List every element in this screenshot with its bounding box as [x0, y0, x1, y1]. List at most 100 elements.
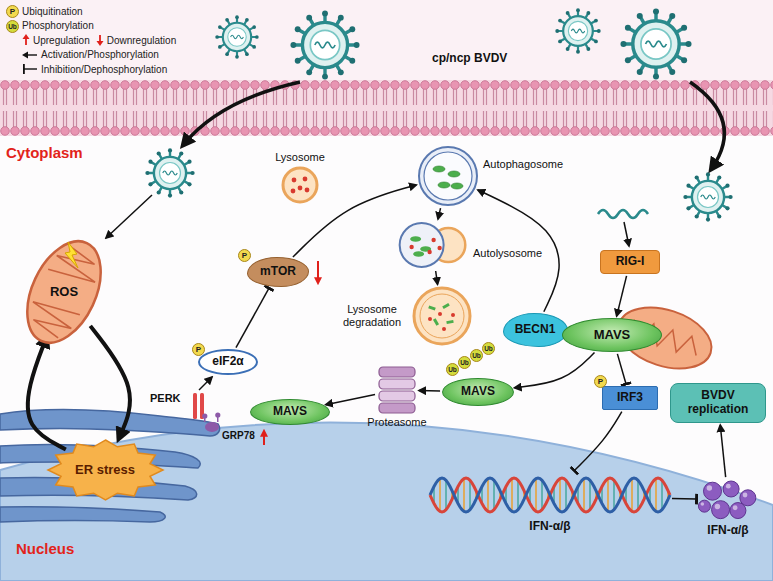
protein-name: GRP78 — [222, 430, 255, 442]
legend-icon — [22, 50, 38, 60]
nucleus-region — [0, 423, 773, 581]
virus-particle — [215, 15, 258, 58]
legend-item: Upregulation — [22, 34, 90, 46]
legend-item: Ubiquitination — [22, 6, 83, 17]
virus-name: cp/ncp BVDV — [432, 52, 507, 66]
node-text: mTOR — [260, 265, 296, 279]
virus-particle — [555, 8, 600, 53]
virus-particle — [145, 148, 194, 197]
legend-text: Inhibition/Dephosphorylation — [41, 64, 167, 75]
lysosome-degradation-shape — [412, 286, 472, 346]
activation-arrow — [90, 326, 130, 437]
legend-item: Inhibition/Dephosphorylation — [22, 64, 167, 75]
legend-badge: P — [6, 5, 19, 18]
mtor-protein: mTOR — [247, 257, 309, 287]
inhibition-line — [672, 498, 697, 500]
node-heading: IFN-α/β — [707, 524, 748, 538]
node-heading: IFN-α/β — [529, 520, 570, 534]
rig-i-protein: RIG-I — [600, 250, 660, 274]
proteasome-shape — [377, 366, 417, 414]
phospho-badge: P — [594, 375, 607, 388]
downregulation-arrow — [317, 261, 319, 282]
activation-arrow — [617, 276, 627, 316]
inhibition-line — [236, 288, 269, 347]
activation-arrow — [28, 338, 66, 449]
ubiquitin-badge: Ub — [446, 363, 459, 376]
legend-text: Activation/Phosphorylation — [41, 49, 159, 60]
node-text: BECN1 — [515, 323, 556, 337]
ifn-proteins-shape — [697, 478, 759, 522]
node-text: MAVS — [594, 328, 631, 343]
node-text: MAVS — [273, 405, 307, 419]
activation-arrow — [438, 208, 441, 219]
mavs-degraded: MAVS — [250, 399, 330, 425]
ubiquitin-badge: Ub — [482, 342, 495, 355]
legend-icon — [22, 64, 38, 74]
phospho-badge: P — [238, 249, 251, 262]
node-heading: Lysosome degradation — [336, 303, 408, 328]
activation-arrow — [326, 395, 375, 405]
phospho-badge: P — [192, 343, 205, 356]
node-heading: Proteasome — [367, 416, 426, 429]
autophagosome-shape — [417, 145, 479, 207]
eif2a-protein: eIF2α — [198, 349, 258, 375]
perk-receptor — [193, 393, 204, 419]
upregulation-arrow — [263, 432, 265, 445]
legend-row: Inhibition/Dephosphorylation — [22, 62, 176, 77]
mavs-protein: MAVS — [562, 318, 662, 352]
legend-text: Upregulation — [33, 35, 90, 46]
node-text: IRF3 — [617, 391, 643, 405]
cell-membrane — [0, 80, 773, 136]
legend-icon — [96, 34, 104, 46]
mavs-ubiquitinated: MAVS — [442, 378, 514, 406]
activation-arrow — [106, 195, 152, 238]
er-stress-burst: ER stress — [47, 439, 164, 501]
inhibition-line — [617, 354, 626, 384]
ifn-gene: IFN-α/β — [430, 472, 670, 518]
entry-arrow — [184, 82, 300, 144]
activation-arrow — [515, 353, 595, 388]
viral-rna — [598, 210, 648, 218]
extracellular-ground — [0, 0, 773, 80]
node-text: eIF2α — [212, 355, 243, 369]
compartment-label: Cytoplasm — [6, 144, 83, 161]
activation-arrow — [199, 377, 212, 390]
legend-item: Phosphorylation — [22, 20, 94, 31]
node-text: MAVS — [461, 385, 495, 399]
node-text: ER stress — [75, 463, 135, 478]
ifn-proteins: IFN-α/β — [697, 478, 759, 522]
legend-text: Phosphorylation — [22, 20, 94, 31]
ubiquitin-badge: Ub — [470, 349, 483, 362]
virus-particle — [290, 10, 359, 79]
legend-item: Activation/Phosphorylation — [22, 49, 159, 60]
legend-row: Upregulation Downregulation — [22, 33, 176, 48]
lysosome: Lysosome — [281, 166, 319, 204]
virus-particle — [620, 8, 691, 79]
node-heading: Autophagosome — [483, 158, 563, 171]
activation-arrow — [624, 222, 629, 246]
entry-arrow — [690, 82, 724, 168]
autolysosome-shape — [395, 221, 469, 269]
compartment-label: Nucleus — [16, 540, 74, 557]
irf3-protein: IRF3 — [602, 386, 658, 410]
virus-particle — [683, 172, 732, 221]
proteasome: Proteasome — [377, 366, 417, 414]
legend-text: Downregulation — [107, 35, 177, 46]
legend-badge: Ub — [6, 20, 19, 33]
lysosome-shape — [281, 166, 319, 204]
activation-arrow — [720, 425, 725, 477]
lysosome-degradation: Lysosome degradation — [412, 286, 472, 346]
legend-icon — [22, 34, 30, 46]
legend: UbiquitinationPhosphorylationUpregulatio… — [22, 4, 176, 77]
autolysosome: Autolysosome — [395, 221, 469, 269]
ubiquitin-badge: Ub — [458, 356, 471, 369]
activation-arrow — [419, 390, 440, 392]
becn1-protein: BECN1 — [503, 313, 568, 347]
legend-item: Downregulation — [96, 34, 177, 46]
node-text: ROS — [47, 285, 81, 300]
bvdv-replication: BVDV replication — [670, 383, 766, 423]
node-text: BVDV replication — [676, 389, 760, 417]
legend-text: Ubiquitination — [22, 6, 83, 17]
